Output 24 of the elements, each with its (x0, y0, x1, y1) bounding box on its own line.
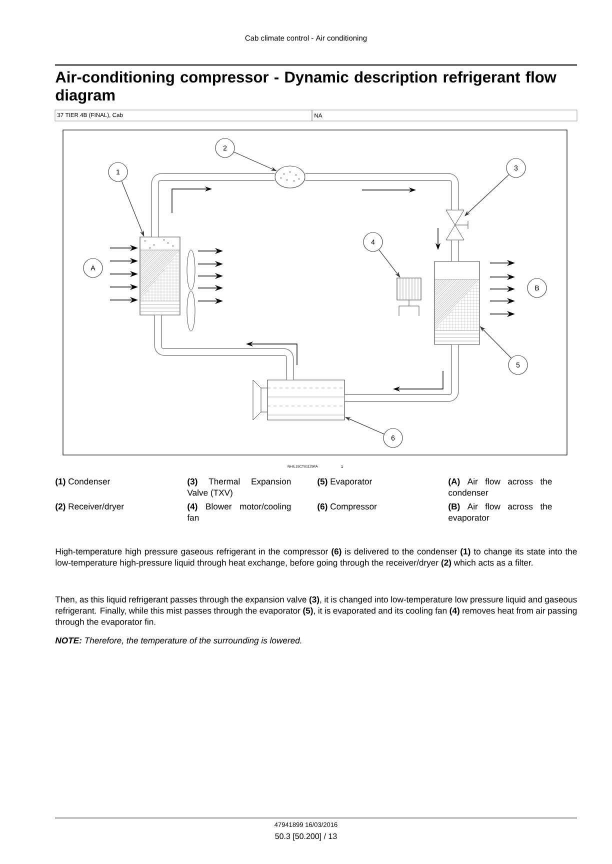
refrigerant-pipe (151, 173, 275, 237)
refrigerant-pipe (344, 344, 459, 402)
legend-text: (1) Condenser (56, 478, 110, 486)
legend-text: (B) Air flow across the evaporator (448, 503, 552, 522)
legend-text: (A) Air flow across the condenser (448, 478, 552, 496)
evaporator-drawing (434, 261, 480, 345)
legend-text: (6) Compressor (318, 503, 377, 512)
refrigerant-pipe (451, 240, 459, 262)
condenser-drawing (140, 236, 180, 316)
refrigerant-pipe (154, 315, 294, 380)
legend-text: (4) Blower motor/cooling fan (187, 503, 291, 521)
page-number: 50.3 [50.200] / 13 (275, 833, 337, 841)
legend-text: (5) Evaporator (318, 478, 372, 486)
page-title: Air-conditioning compressor - Dynamic description refrigerant flow diagram (56, 71, 556, 104)
note-text: NOTE: Therefore, the temperature of the surrounding is lowered. (55, 637, 302, 646)
valve-drawing (446, 210, 468, 240)
body-paragraph: High-temperature high pressure gaseous refrigerant in the compressor (6) is delivered to the condenser (1) to change its state into the low-temperature high-pressure liquid through heat exchange, before going through the receiver/dryer (2) which acts as a filter. (56, 548, 577, 568)
refrigerant-pipe (305, 173, 459, 210)
legend-text: (3) Thermal Expansion Valve (TXV) (187, 478, 291, 498)
receiver-drier-drawing (274, 166, 306, 188)
blower-drawing (396, 278, 422, 316)
legend-text: (2) Receiver/dryer (56, 503, 124, 512)
compressor-drawing (267, 380, 345, 420)
body-paragraph: Then, as this liquid refrigerant passes through the expansion valve (3), it is changed into low-temperature low pressure liquid and gaseous refrigerant. Finally, while this mist passes through the evaporator (5), it is evaporated and its cooling fan (4) removes heat from air passing through the evaporator fin. (55, 596, 577, 627)
